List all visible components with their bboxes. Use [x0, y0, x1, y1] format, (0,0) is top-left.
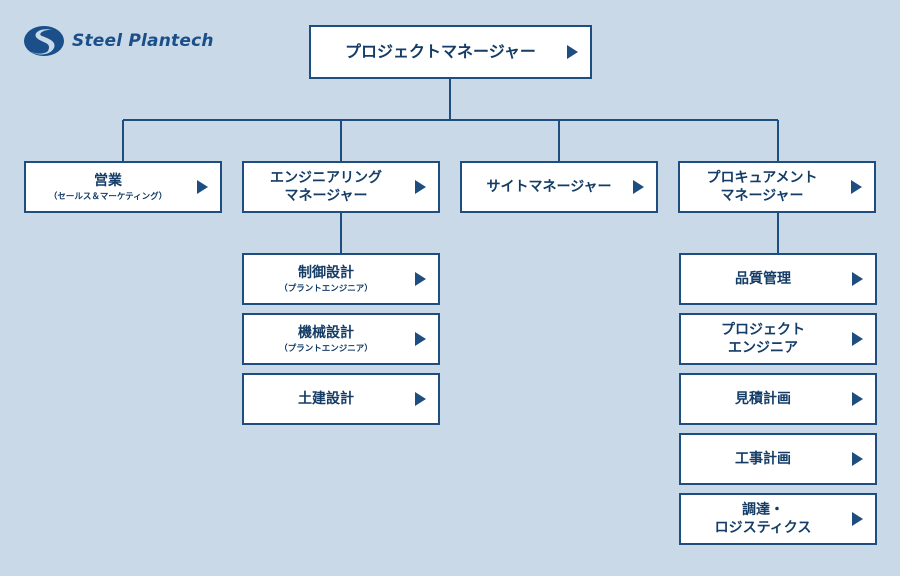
box-label: 制御設計 [297, 264, 354, 281]
play-triangle-icon [633, 180, 644, 194]
box-label-line2: ロジスティクス [714, 520, 812, 536]
box-sublabel: （プラントエンジニア） [279, 283, 373, 294]
logo-text: Steel Plantech [72, 31, 214, 51]
box-label: 調達・ [742, 502, 784, 518]
procurement-manager-box[interactable]: プロキュアメント マネージャー [678, 161, 876, 213]
play-triangle-icon [567, 45, 578, 59]
play-triangle-icon [415, 392, 426, 406]
project-engineer-box[interactable]: プロジェクト エンジニア [679, 313, 877, 365]
estimate-planning-box[interactable]: 見積計画 [679, 373, 877, 425]
construction-planning-box[interactable]: 工事計画 [679, 433, 877, 485]
civil-design-box[interactable]: 土建設計 [242, 373, 440, 425]
box-label: 工事計画 [735, 451, 791, 467]
play-triangle-icon [415, 180, 426, 194]
box-label: 見積計画 [735, 391, 791, 407]
engineering-manager-box[interactable]: エンジニアリング マネージャー [242, 161, 440, 213]
sales-box[interactable]: 営業 （セールス＆マーケティング） [24, 161, 222, 213]
box-label: エンジニアリング [270, 170, 382, 186]
play-triangle-icon [852, 392, 863, 406]
box-label-line2: マネージャー [284, 188, 368, 204]
box-sublabel: （プラントエンジニア） [279, 343, 373, 354]
play-triangle-icon [852, 272, 863, 286]
box-label: 品質管理 [735, 271, 791, 287]
box-label-line2: エンジニア [728, 340, 798, 356]
box-label: 機械設計 [297, 324, 354, 341]
box-label: プロキュアメント [706, 170, 818, 186]
procurement-logistics-box[interactable]: 調達・ ロジスティクス [679, 493, 877, 545]
play-triangle-icon [852, 452, 863, 466]
s-swoosh-logo-icon [24, 26, 64, 56]
site-manager-box[interactable]: サイトマネージャー [460, 161, 658, 213]
play-triangle-icon [851, 180, 862, 194]
box-label: 土建設計 [298, 391, 354, 407]
play-triangle-icon [415, 332, 426, 346]
box-label: 営業 [93, 172, 122, 189]
quality-control-box[interactable]: 品質管理 [679, 253, 877, 305]
box-label: プロジェクト [721, 322, 805, 338]
play-triangle-icon [415, 272, 426, 286]
box-label: プロジェクトマネージャー [345, 42, 536, 61]
project-manager-box[interactable]: プロジェクトマネージャー [309, 25, 592, 79]
control-design-box[interactable]: 制御設計 （プラントエンジニア） [242, 253, 440, 305]
play-triangle-icon [852, 512, 863, 526]
mechanical-design-box[interactable]: 機械設計 （プラントエンジニア） [242, 313, 440, 365]
play-triangle-icon [197, 180, 208, 194]
box-label: サイトマネージャー [486, 179, 612, 195]
box-label-line2: マネージャー [720, 188, 804, 204]
box-sublabel: （セールス＆マーケティング） [48, 191, 168, 202]
company-logo[interactable]: Steel Plantech [22, 24, 214, 58]
play-triangle-icon [852, 332, 863, 346]
